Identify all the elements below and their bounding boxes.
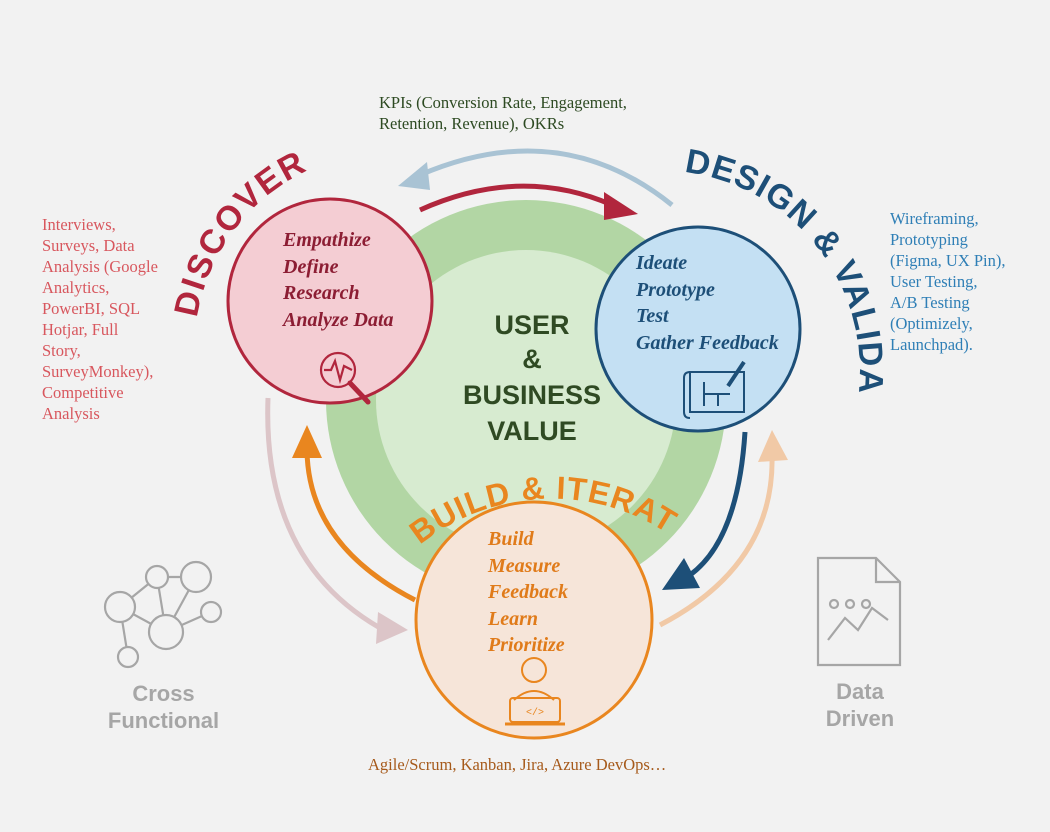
step-item: Gather Feedback <box>636 331 779 354</box>
label-line: Functional <box>107 708 220 733</box>
arrow-build-to-design-outer <box>658 454 775 628</box>
analytics-magnifier-icon <box>319 351 371 405</box>
cross-functional-label: Cross Functional <box>96 680 231 734</box>
arrowhead-discover-to-build-outer <box>376 612 408 644</box>
data-driven-label: Data Driven <box>800 678 920 732</box>
svg-text:</>: </> <box>526 707 544 719</box>
data-report-icon <box>816 556 902 667</box>
build-steps: Build Measure Feedback Learn Prioritize <box>488 526 568 659</box>
arrowhead-build-to-design-outer <box>758 430 788 462</box>
arrowhead-design-to-discover <box>398 162 430 190</box>
tool-line: A/B Testing <box>890 293 970 312</box>
build-tools-note: Agile/Scrum, Kanban, Jira, Azure DevOps… <box>368 754 666 775</box>
tool-line: Interviews, <box>42 215 116 234</box>
step-item: Prototype <box>636 278 715 301</box>
tool-line: SurveyMonkey), <box>42 362 154 381</box>
step-item: Build <box>488 528 534 550</box>
tool-line: Analysis <box>42 404 100 423</box>
arrow-discover-to-design <box>418 183 613 213</box>
arrow-discover-to-build-outer <box>265 397 382 631</box>
tool-line: Analytics, <box>42 278 110 297</box>
step-item: Analyze Data <box>283 308 394 331</box>
tool-line: PowerBI, SQL <box>42 299 141 318</box>
tool-line: Surveys, Data <box>42 236 135 255</box>
design-tools-list: Wireframing, Prototyping (Figma, UX Pin)… <box>890 208 1040 355</box>
discover-circle <box>226 197 434 405</box>
arrowhead-discover-to-design <box>604 192 638 220</box>
center-label-value: VALUE <box>487 416 577 446</box>
tool-line: (Figma, UX Pin), <box>890 251 1006 270</box>
step-item: Test <box>636 305 669 327</box>
step-item: Learn <box>488 607 538 630</box>
tool-line: Hotjar, Full <box>42 320 119 339</box>
tool-line: User Testing, <box>890 272 978 291</box>
blueprint-pencil-icon <box>683 360 746 419</box>
step-item: Measure <box>488 554 561 577</box>
design-steps: Ideate Prototype Test Gather Feedback <box>636 250 779 356</box>
kpi-note-line: Retention, Revenue), OKRs <box>379 114 565 133</box>
arrow-design-to-discover <box>419 148 674 207</box>
label-line: Driven <box>825 706 895 731</box>
step-item: Define <box>283 255 339 278</box>
center-label-ampersand: & <box>522 344 542 374</box>
arrowhead-build-to-discover <box>292 425 322 458</box>
arrow-design-to-build <box>688 431 748 578</box>
tool-line: Agile/Scrum, Kanban, Jira, Azure DevOps… <box>368 755 667 774</box>
step-item: Empathize <box>283 229 371 251</box>
arrow-build-to-discover <box>304 449 417 603</box>
label-line: Data <box>836 679 884 704</box>
step-item: Feedback <box>488 581 568 603</box>
tool-line: Story, <box>42 341 81 360</box>
kpi-note: KPIs (Conversion Rate, Engagement, Reten… <box>379 92 627 134</box>
tool-line: Wireframing, <box>890 209 979 228</box>
center-label-business: BUSINESS <box>462 380 602 410</box>
arrowhead-design-to-build <box>662 558 700 590</box>
tool-line: (Optimizely, <box>890 314 973 333</box>
discover-tools-list: Interviews, Surveys, Data Analysis (Goog… <box>42 214 192 424</box>
kpi-note-line: KPIs (Conversion Rate, Engagement, <box>379 93 627 112</box>
step-item: Research <box>283 282 360 304</box>
step-item: Prioritize <box>488 634 565 656</box>
tool-line: Prototyping <box>890 230 968 249</box>
developer-laptop-icon: </> <box>505 657 565 726</box>
label-line: Cross <box>132 681 195 706</box>
design-circle <box>594 225 802 433</box>
center-label-user: USER <box>494 310 570 340</box>
team-network-icon <box>103 560 223 669</box>
step-item: Ideate <box>636 252 688 274</box>
build-circle <box>414 500 654 740</box>
discover-steps: Empathize Define Research Analyze Data <box>283 227 394 333</box>
tool-line: Competitive <box>42 383 124 402</box>
tool-line: Analysis (Google <box>42 257 158 276</box>
tool-line: Launchpad). <box>890 335 973 354</box>
